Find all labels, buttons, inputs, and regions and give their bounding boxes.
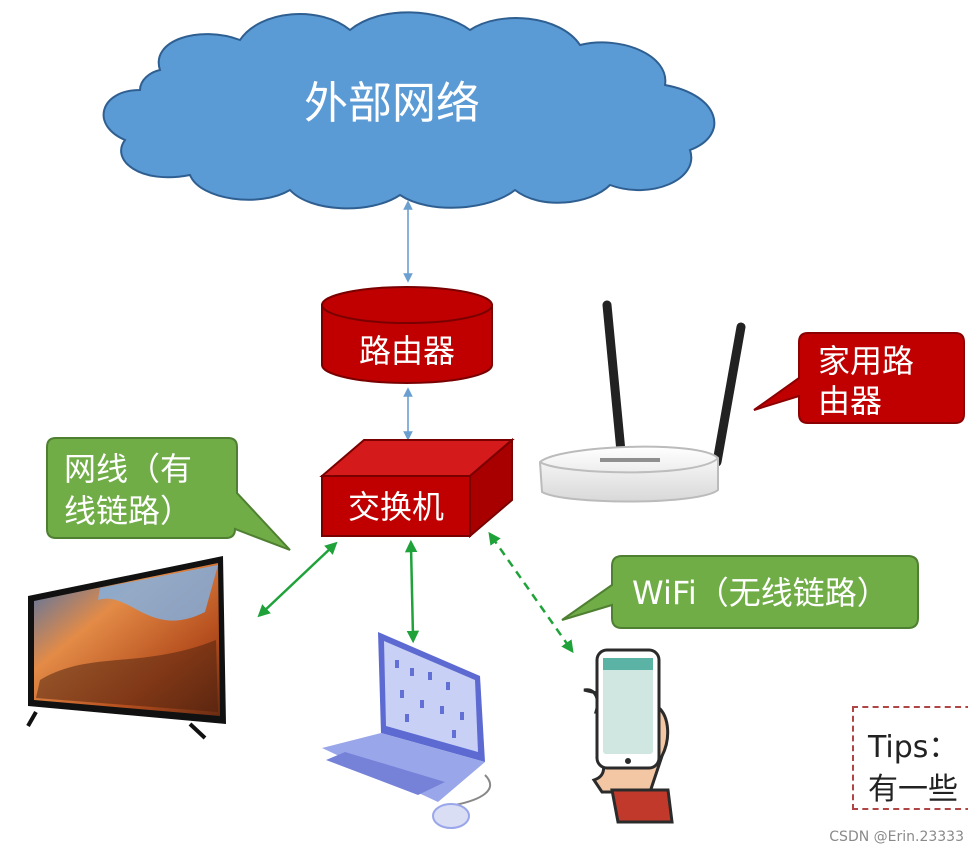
router-cylinder: 路由器 [322, 287, 492, 383]
callout-home-router-line1: 家用路 [818, 342, 914, 380]
callout-cable-line2: 线链路） [64, 492, 192, 530]
switch-laptop-link [411, 546, 413, 637]
callout-cable-line1: 网线（有 [64, 450, 192, 488]
tips-line2: 有一些 [868, 764, 958, 808]
antenna-left [607, 305, 622, 462]
callout-home-router-line2: 由器 [818, 382, 882, 420]
watermark: CSDN @Erin.23333 [829, 829, 964, 845]
callout-wifi: WiFi（无线链路） [562, 556, 918, 628]
callout-home-router: 家用路 由器 [754, 333, 964, 423]
tv-device [28, 556, 226, 738]
cloud-label: 外部网络 [304, 78, 480, 129]
phone-device [584, 650, 672, 822]
tips-box: Tips： 有一些 [852, 706, 968, 810]
router-label: 路由器 [359, 332, 455, 370]
antenna-right [717, 327, 741, 462]
laptop-device [322, 632, 490, 828]
callout-cable: 网线（有 线链路） [47, 438, 290, 550]
external-network-cloud: 外部网络 [104, 12, 715, 208]
switch-phone-wifi-link [492, 537, 570, 648]
switch-tv-link [262, 546, 333, 613]
tips-line1: Tips： [868, 722, 958, 766]
switch-label: 交换机 [348, 488, 444, 526]
switch-box: 交换机 [322, 440, 512, 536]
callout-wifi-label: WiFi（无线链路） [632, 574, 889, 612]
home-router-device [540, 305, 741, 502]
